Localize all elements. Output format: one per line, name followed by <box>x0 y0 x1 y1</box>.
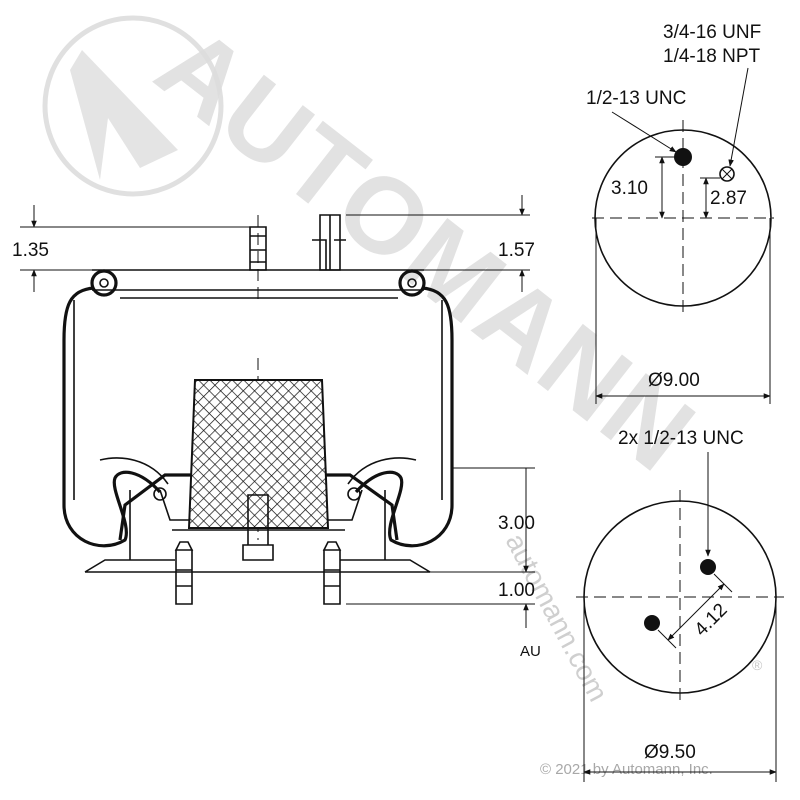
bottom-stud-label: 2x 1/2-13 UNC <box>618 428 744 449</box>
air-fitting <box>312 214 346 271</box>
bottom-label: AU <box>520 643 541 660</box>
air-port-hole <box>719 166 735 182</box>
dim-top-right: 1.57 <box>498 240 535 261</box>
rubber-bellows <box>62 286 454 548</box>
copyright-text: © 2021 by Automann, Inc. <box>540 761 713 778</box>
center-bolt <box>242 494 274 561</box>
bottom-view: 2x 1/2-13 UNC 4.12 Ø9.50 <box>576 428 784 782</box>
bottom-stud-hole-left <box>644 615 660 631</box>
bottom-stud-left <box>174 541 194 605</box>
left-bead-roll <box>90 269 118 297</box>
bottom-diameter: Ø9.50 <box>644 742 696 763</box>
stud-label: 1/2-13 UNC <box>586 88 686 109</box>
port-label-unf: 3/4-16 UNF <box>663 22 761 43</box>
port-label-npt: 1/4-18 NPT <box>663 46 761 67</box>
bottom-stud-hole-right <box>700 559 716 575</box>
right-bead-roll <box>398 269 426 297</box>
top-view: 3/4-16 UNF 1/4-18 NPT 1/2-13 UNC 3.10 2.… <box>586 22 774 404</box>
top-diameter: Ø9.00 <box>648 370 700 391</box>
watermark-url-text: automann.com <box>500 528 614 706</box>
side-view: 1.35 1.57 3.00 1.00 AU <box>12 195 541 660</box>
dim-height: 3.00 <box>498 513 535 534</box>
top-stud <box>249 226 267 271</box>
top-stud-hole <box>674 148 692 166</box>
watermark-logo-circle <box>42 15 224 197</box>
watermark-registered-mark: ® <box>752 657 763 673</box>
bottom-stud-right <box>322 541 342 605</box>
dim-stud-length: 1.00 <box>498 580 535 601</box>
internal-bumper <box>187 379 330 529</box>
piston-base <box>84 490 431 573</box>
watermark-logo-mark <box>70 50 178 180</box>
dim-port-offset: 2.87 <box>710 188 747 209</box>
dim-top-left: 1.35 <box>12 240 49 261</box>
dim-stud-spacing: 4.12 <box>691 600 732 641</box>
dim-stud-offset: 3.10 <box>611 178 648 199</box>
